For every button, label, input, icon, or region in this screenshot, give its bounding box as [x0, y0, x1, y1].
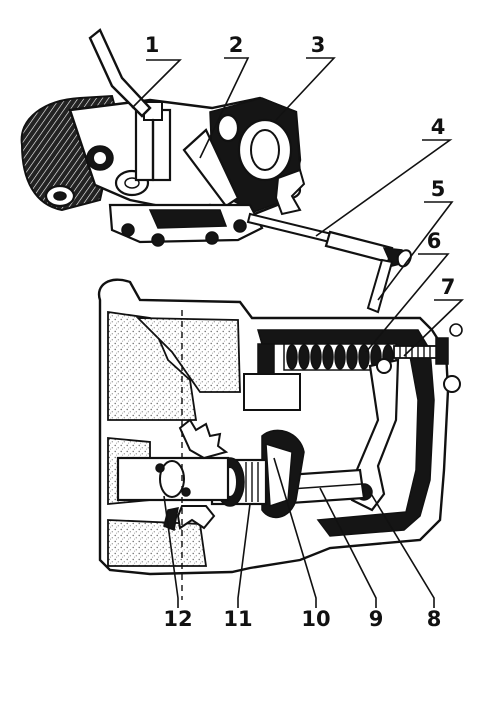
callout-1: 1 — [145, 33, 160, 57]
upper-guide — [243, 373, 301, 411]
coil-spring — [283, 343, 397, 371]
callout-7: 7 — [441, 275, 456, 299]
adjusting-screw — [393, 323, 463, 393]
callout-5: 5 — [431, 177, 446, 201]
callout-2: 2 — [229, 33, 244, 57]
callout-6: 6 — [427, 229, 442, 253]
callout-labels: 1 2 3 4 5 6 7 8 9 10 11 12 — [145, 33, 456, 631]
rod-sleeve — [324, 230, 394, 264]
callout-8: 8 — [427, 607, 442, 631]
leader-lines — [131, 57, 464, 608]
lower-section — [97, 278, 463, 600]
cast-wall-lower — [107, 519, 208, 567]
callout-9: 9 — [369, 607, 384, 631]
upper-assembly — [20, 28, 412, 314]
callout-3: 3 — [311, 33, 326, 57]
hand-lever — [88, 28, 152, 118]
drive-gear — [163, 418, 229, 532]
internal-lever — [182, 128, 240, 208]
drive-shaft — [116, 456, 230, 502]
return-spring — [396, 249, 412, 268]
pull-rod — [366, 258, 394, 314]
wing-nut — [274, 168, 306, 216]
callout-10: 10 — [301, 607, 330, 631]
bell-crank-lever — [350, 358, 400, 512]
cast-wall-upper — [135, 317, 241, 393]
callout-12: 12 — [163, 607, 192, 631]
callout-11: 11 — [223, 607, 252, 631]
callout-4: 4 — [431, 115, 446, 139]
